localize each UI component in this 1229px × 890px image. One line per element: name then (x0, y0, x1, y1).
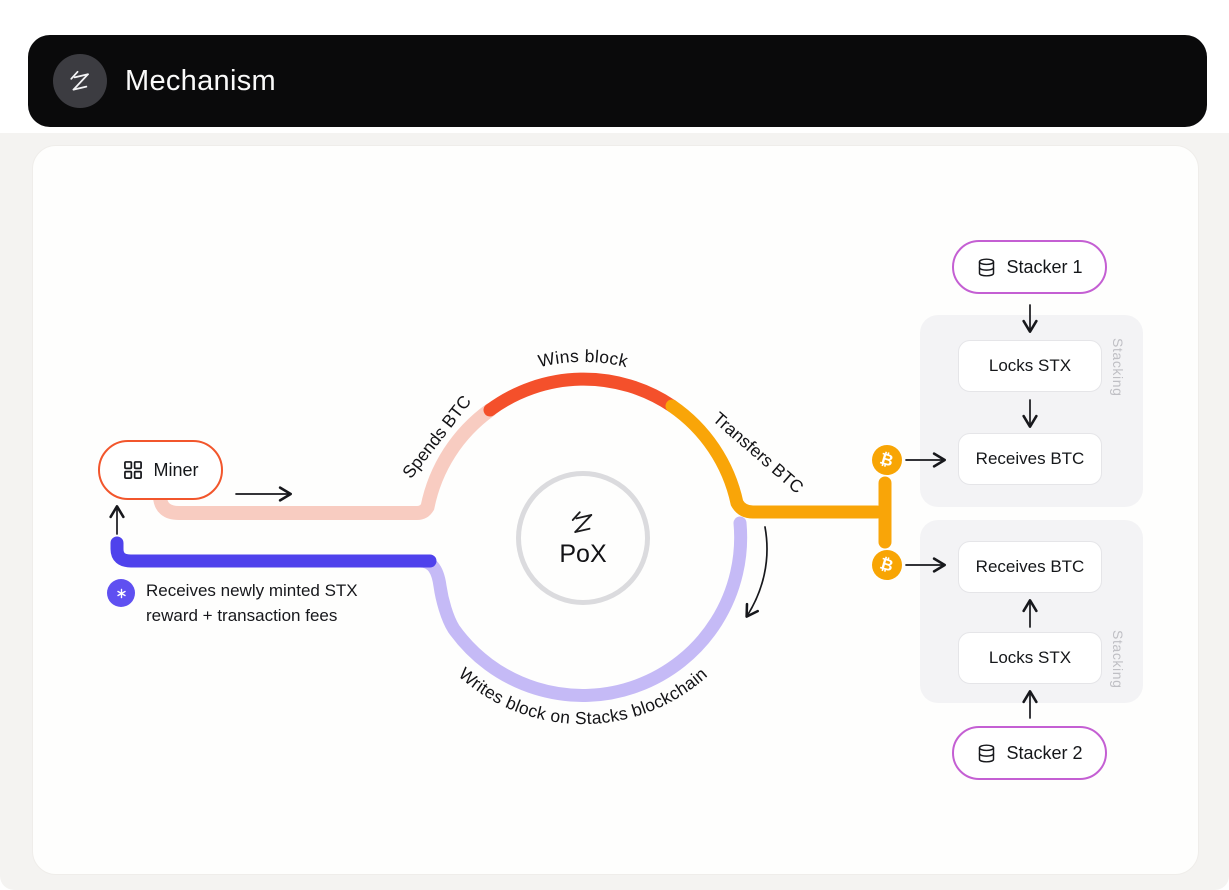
bitcoin-glyph: ₿ (878, 448, 897, 471)
stacker1-node: Stacker 1 (952, 240, 1107, 294)
receives-btc-box-1: Receives BTC (958, 433, 1102, 485)
stacker2-node: Stacker 2 (952, 726, 1107, 780)
stacking-side-label-1: Stacking (1110, 338, 1126, 397)
bitcoin-icon: ₿ (872, 550, 902, 580)
stacks-logo-icon (571, 510, 593, 533)
receives-btc-box-2: Receives BTC (958, 541, 1102, 593)
stacks-logo-icon (69, 70, 89, 90)
database-icon (979, 743, 995, 763)
bitcoin-icon: ₿ (872, 445, 902, 475)
stacker2-label: Stacker 2 (1006, 742, 1083, 763)
bitcoin-glyph: ₿ (878, 553, 897, 576)
locks-stx-box-2: Locks STX (958, 632, 1102, 684)
reward-note-line1: Receives newly minted STX (146, 581, 358, 600)
stacks-logo-badge (53, 54, 107, 108)
pox-label: PoX (559, 539, 607, 568)
database-icon (979, 257, 995, 277)
locks-stx-box-1: Locks STX (958, 340, 1102, 392)
pox-node: PoX (516, 471, 650, 605)
stacker1-label: Stacker 1 (1006, 256, 1083, 277)
reward-note: Receives newly minted STX reward + trans… (146, 578, 358, 628)
asterisk-glyph (116, 588, 126, 598)
stacking-side-label-2: Stacking (1110, 630, 1126, 689)
reward-note-line2: reward + transaction fees (146, 606, 338, 625)
page-title: Mechanism (125, 64, 276, 97)
header-bar: Mechanism (28, 35, 1207, 127)
miner-node: Miner (98, 440, 223, 500)
stx-mint-asterisk-icon (107, 579, 135, 607)
grid-icon (124, 461, 143, 479)
miner-label: Miner (153, 459, 199, 480)
